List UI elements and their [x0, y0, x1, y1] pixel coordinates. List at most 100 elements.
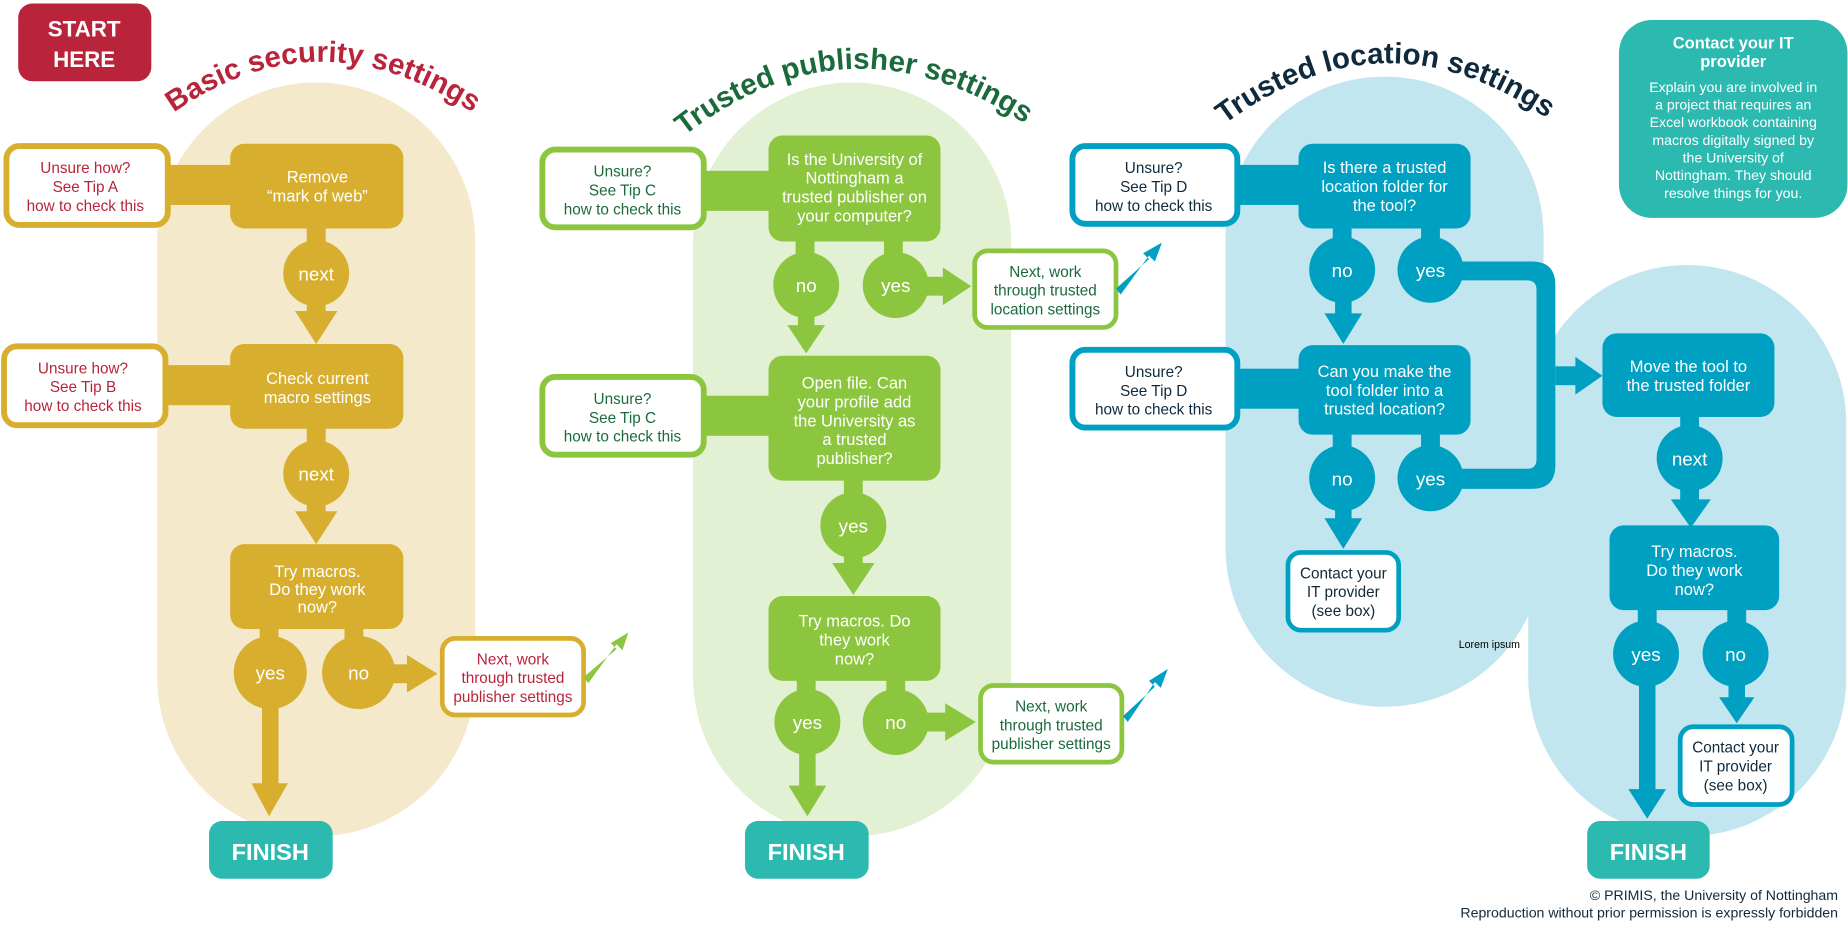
pub-q1-line3: trusted publisher on — [782, 189, 927, 207]
tip-d-box-1[interactable]: Unsure? See Tip D how to check this — [1069, 143, 1241, 227]
next-location-line2: through trusted — [994, 283, 1097, 300]
contact-title-line1: Contact your IT — [1673, 34, 1794, 52]
lorem-ipsum-label: Lorem ipsum — [1459, 639, 1520, 651]
pub-next-line1: Next, work — [1015, 698, 1088, 715]
pub-q3-line3: now? — [835, 650, 874, 668]
publisher-next-box[interactable]: Next, work through trusted publisher set… — [978, 683, 1125, 765]
pub-q3-line1: Try macros. Do — [798, 613, 910, 631]
contact1-line1: Contact your — [1300, 565, 1387, 582]
next-location-box[interactable]: Next, work through trusted location sett… — [972, 248, 1119, 330]
location-q1-no: no — [1309, 236, 1376, 303]
contact-body-line1: Explain you are involved in — [1649, 79, 1817, 95]
basic-next-publisher-box[interactable]: Next, work through trusted publisher set… — [439, 636, 586, 718]
yes-label: yes — [793, 712, 822, 733]
start-label-line1: START — [48, 17, 121, 42]
loc-q2-line2: tool folder into a — [1326, 382, 1444, 400]
tip-c1-line3: how to check this — [564, 201, 682, 218]
loc-q1-line2: location folder for — [1321, 178, 1448, 196]
start-label-line2: HERE — [53, 47, 115, 72]
pub-next-line2: through trusted — [1000, 717, 1103, 734]
location-q2-no: no — [1309, 445, 1376, 512]
no-label: no — [885, 712, 906, 733]
arrow-to-location-icon — [1115, 242, 1162, 295]
contact1-line3: (see box) — [1311, 603, 1375, 620]
publisher-try-macros: Try macros. Do they work now? — [768, 596, 941, 681]
contact2-line3: (see box) — [1704, 777, 1768, 794]
check-macro-settings-step: Check current macro settings — [230, 343, 404, 429]
basic-try-macros-step: Try macros. Do they work now? — [230, 544, 404, 629]
tip-d1-line2: See Tip D — [1120, 179, 1187, 196]
loc-q3-line3: now? — [1675, 581, 1714, 599]
location-try-macros: Try macros. Do they work now? — [1609, 525, 1780, 611]
tip-a-box[interactable]: Unsure how? See Tip A how to check this — [3, 143, 171, 228]
contact-body-line2: a project that requires an — [1655, 97, 1811, 113]
location-next: next — [1656, 425, 1723, 492]
no-label: no — [796, 275, 817, 296]
tip-c-box-2[interactable]: Unsure? See Tip C how to check this — [539, 373, 707, 458]
yes-label: yes — [1416, 468, 1445, 489]
publisher-q3-yes: yes — [774, 689, 841, 756]
step3-line2: Do they work — [269, 581, 366, 599]
pub-q3-line2: they work — [819, 631, 890, 649]
pub-q2-line1: Open file. Can — [802, 375, 907, 393]
location-q1-yes: yes — [1397, 236, 1464, 303]
loc-q3-line1: Try macros. — [1651, 543, 1737, 561]
publisher-question-2: Open file. Can your profile add the Univ… — [768, 355, 941, 481]
location-q3-no: no — [1702, 620, 1769, 687]
basic-next-line3: publisher settings — [453, 689, 572, 706]
contact-body-line5: the University of — [1683, 150, 1784, 166]
basic-next-1: next — [283, 240, 350, 307]
finish-label: FINISH — [768, 839, 845, 865]
publisher-finish: FINISH — [744, 820, 869, 879]
loc-q1-line1: Is there a trusted — [1323, 159, 1447, 177]
tip-b-line3: how to check this — [24, 398, 142, 415]
publisher-q3-no: no — [862, 689, 929, 756]
tip-c-box-1[interactable]: Unsure? See Tip C how to check this — [539, 146, 707, 231]
yes-label: yes — [839, 515, 868, 536]
tip-c2-line3: how to check this — [564, 429, 682, 446]
no-label: no — [348, 663, 369, 684]
basic-no-branch: no — [322, 636, 396, 710]
tip-d2-line3: how to check this — [1095, 402, 1213, 419]
pub-q1-line4: your computer? — [797, 207, 912, 225]
contact1-line2: IT provider — [1307, 584, 1380, 601]
arrow-to-publisher-icon — [583, 632, 629, 684]
publisher-question-1: Is the University of Nottingham a truste… — [768, 135, 941, 242]
tip-d1-line3: how to check this — [1095, 198, 1213, 215]
publisher-q1-yes: yes — [862, 252, 929, 319]
pub-q1-line1: Is the University of — [787, 151, 923, 169]
step1-line2: “mark of web” — [267, 187, 368, 205]
contact2-line2: IT provider — [1699, 759, 1772, 776]
location-q3-yes: yes — [1613, 620, 1680, 687]
loc-q3-line2: Do they work — [1646, 562, 1743, 580]
step3-line1: Try macros. — [274, 563, 360, 581]
loc-q1-line3: the tool? — [1353, 197, 1416, 215]
pub-q2-line4: a trusted — [822, 431, 886, 449]
contact-it-box-2[interactable]: Contact your IT provider (see box) — [1677, 724, 1795, 807]
yes-label: yes — [1631, 644, 1660, 665]
finish-label: FINISH — [232, 839, 309, 865]
finish-label: FINISH — [1610, 839, 1687, 865]
next-location-line1: Next, work — [1009, 264, 1082, 281]
contact-it-info-box: Contact your IT provider Explain you are… — [1618, 20, 1848, 218]
tip-c1-line1: Unsure? — [594, 164, 652, 181]
pub-next-line3: publisher settings — [992, 736, 1111, 753]
basic-next-line2: through trusted — [461, 670, 564, 687]
contact-it-box-1[interactable]: Contact your IT provider (see box) — [1285, 550, 1402, 633]
tip-d2-line1: Unsure? — [1125, 364, 1183, 381]
pub-q2-line3: the University as — [794, 412, 916, 430]
pub-q2-line2: your profile add — [798, 394, 912, 412]
tip-d1-line1: Unsure? — [1125, 160, 1183, 177]
tip-b-box[interactable]: Unsure how? See Tip B how to check this — [1, 343, 169, 429]
tip-d-box-2[interactable]: Unsure? See Tip D how to check this — [1069, 346, 1241, 431]
reproduction-notice: Reproduction without prior permission is… — [1460, 905, 1838, 921]
move-tool-step: Move the tool to the trusted folder — [1602, 333, 1775, 417]
contact-body-line4: macros digitally signed by — [1652, 132, 1815, 148]
remove-mark-of-web-step: Remove “mark of web” — [230, 143, 404, 229]
location-question-2: Can you make the tool folder into a trus… — [1298, 345, 1471, 435]
loc-q2-line1: Can you make the — [1318, 363, 1452, 381]
next-label: next — [298, 464, 334, 485]
no-label: no — [1332, 468, 1353, 489]
no-label: no — [1332, 260, 1353, 281]
